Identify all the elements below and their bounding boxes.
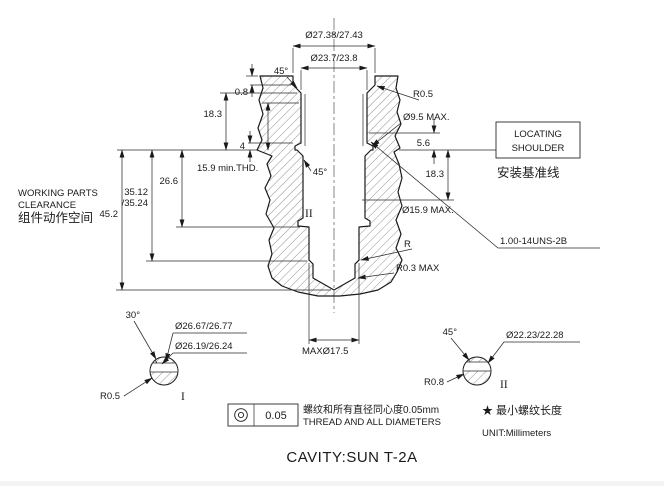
tolerance-note-cn: 螺纹和所有直径同心度0.05mm <box>303 403 439 416</box>
unit-note: UNIT:Millimeters <box>482 428 551 439</box>
dim-groove-width: 4 <box>240 131 293 162</box>
locating-shoulder-box <box>495 121 581 159</box>
locating-shoulder-line2: SHOULDER <box>512 143 565 154</box>
thread-dia-label: Ø23.7/23.8 <box>310 53 357 64</box>
drawing-title: CAVITY:SUN T-2A <box>286 449 417 466</box>
detail-1-label: I <box>181 391 185 403</box>
clearance-note-line1: WORKING PARTS <box>18 188 98 199</box>
tolerance-callout: 0.05 螺纹和所有直径同心度0.05mm THREAD AND ALL DIA… <box>227 403 441 428</box>
locating-shoulder-callout: LOCATING SHOULDER 安装基准线 <box>495 121 581 180</box>
dim-left-18-3: 18.3 <box>204 92 297 151</box>
dim-spotface-depth: 0.8 <box>235 64 291 98</box>
spotface-depth-label: 0.8 <box>235 87 248 98</box>
detail-1-dia-inner-label: Ø26.19/26.24 <box>175 341 233 352</box>
step-radius-label: R <box>404 239 411 250</box>
depth-45-2-label: 45.2 <box>100 209 119 220</box>
dim-bore-chamfer: 45° <box>303 159 328 178</box>
clearance-note-line2: CLEARANCE <box>18 200 76 211</box>
tolerance-frame <box>227 403 299 427</box>
concentricity-icon <box>234 408 248 422</box>
dim-runout-5-6: 5.6 <box>369 119 440 164</box>
detail-2-angle-label: 45° <box>443 327 458 338</box>
groove-width-label: 4 <box>240 141 245 152</box>
footnotes: ★ 最小螺纹长度 UNIT:Millimeters <box>482 403 562 439</box>
clearance-note: WORKING PARTS CLEARANCE 组件动作空间 <box>18 188 98 225</box>
top-chamfer-label: 45° <box>274 66 289 77</box>
detail-2-dia-label: Ø22.23/22.28 <box>506 330 564 341</box>
detail-1-dia-outer-label: Ø26.67/26.77 <box>175 321 233 332</box>
dim-thread-dia: Ø23.7/23.8 <box>300 53 368 90</box>
bore-max-label: MAXØ17.5 <box>302 346 348 357</box>
tolerance-value: 0.05 <box>265 410 286 422</box>
min-thread-depth-label: 15.9 min.THD. <box>197 163 258 174</box>
dim-bottom-radius: R0.3 MAX <box>357 263 440 280</box>
dim-depth-26-6: 26.6 <box>160 149 300 228</box>
dim-thread-spec: 1.00-14UNS-2B <box>370 141 600 249</box>
dim-rad-top: R0.5 <box>376 85 433 101</box>
detail-view-1: 30° Ø26.67/26.77 Ø26.19/26.24 R0.5 I <box>100 310 247 403</box>
tolerance-note-en: THREAD AND ALL DIAMETERS <box>303 417 441 428</box>
cavity-section-body <box>256 75 403 297</box>
pilot-max-label: Ø9.5 MAX. <box>403 112 449 123</box>
detail-2-radius-label: R0.8 <box>424 377 444 388</box>
dim-depth-35: 35.12 /35.24 <box>122 149 307 262</box>
bore-chamfer-label: 45° <box>313 167 328 178</box>
left-18-3-label: 18.3 <box>204 109 223 120</box>
dim-depth-45-2: 45.2 <box>100 149 331 291</box>
detail-view-2: 45° Ø22.23/22.28 R0.8 II <box>424 327 580 391</box>
runout-label: 5.6 <box>417 138 430 149</box>
detail-1-radius-label: R0.5 <box>100 391 120 402</box>
clearance-note-cn: 组件动作空间 <box>18 211 93 225</box>
right-18-3-label: 18.3 <box>426 169 445 180</box>
dim-right-18-3: 18.3 <box>362 149 454 201</box>
depth-26-6-label: 26.6 <box>160 176 179 187</box>
bottom-radius-label: R0.3 MAX <box>396 263 440 274</box>
dim-counterbore-dia: Ø27.38/27.43 <box>292 30 376 73</box>
thread-spec-label: 1.00-14UNS-2B <box>500 236 567 247</box>
dim-min-thread-depth: 15.9 min.THD. <box>197 102 299 174</box>
main-section-view <box>256 75 403 297</box>
rad-top-label: R0.5 <box>413 89 433 100</box>
locating-shoulder-cn: 安装基准线 <box>497 165 560 180</box>
depth-35-label-a: 35.12 <box>124 187 148 198</box>
depth-35-label-b: /35.24 <box>122 198 148 209</box>
dim-bore-max: MAXØ17.5 <box>302 263 360 357</box>
locating-shoulder-line1: LOCATING <box>514 129 562 140</box>
detail-1-angle-label: 30° <box>126 310 141 321</box>
dim-top-chamfer: 45° <box>274 66 298 89</box>
dim-step-radius: R <box>360 239 413 261</box>
counterbore-dia-label: Ø27.38/27.43 <box>305 30 363 41</box>
detail-2-label: II <box>500 379 508 391</box>
detail-ii-flag: II <box>305 208 313 220</box>
min-thread-length-note: ★ 最小螺纹长度 <box>482 403 562 417</box>
drill-max-label: Ø15.9 MAX. <box>402 205 454 216</box>
